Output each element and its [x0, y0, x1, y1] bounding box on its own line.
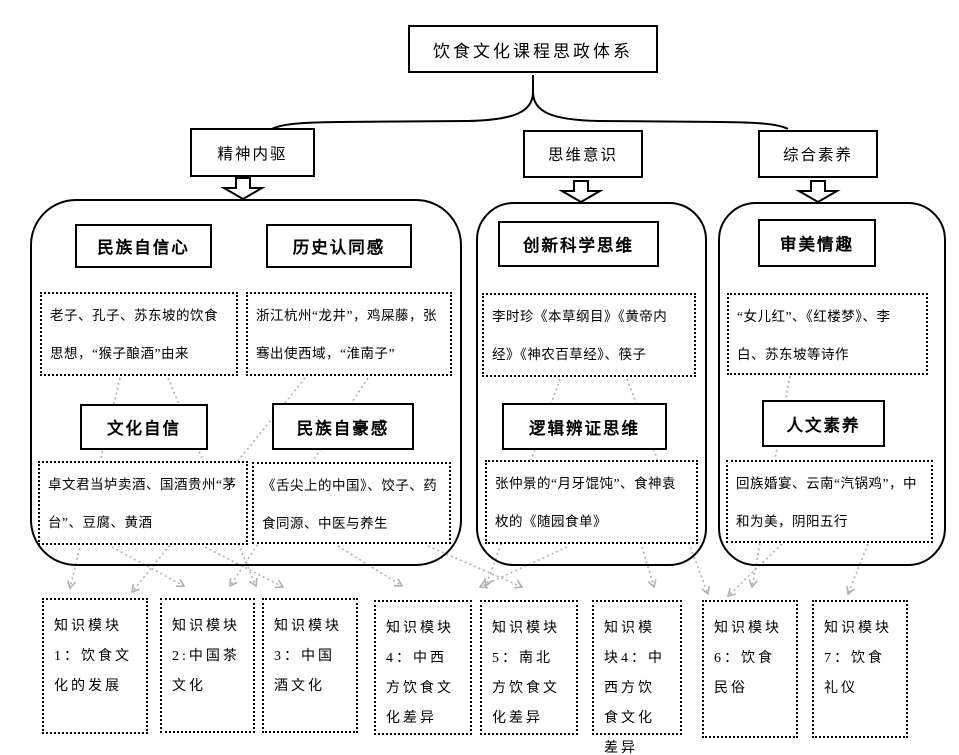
heading-cultural-confidence: 文化自信	[80, 404, 208, 450]
knowledge-module-4: 知识模块4：中西方饮食文化差异	[374, 600, 472, 735]
group-spirit	[30, 199, 462, 566]
dotted-arrow	[848, 543, 869, 594]
dotted-arrow	[111, 546, 184, 586]
heading-innovative-thinking: 创新科学思维	[498, 221, 659, 267]
block-arrow-down-icon	[558, 180, 604, 204]
heading-aesthetic-taste: 审美情趣	[758, 219, 876, 267]
heading-humanistic-quality: 人文素养	[762, 400, 885, 447]
content-innovative-thinking: 李时珍《本草纲目》《黄帝内经》《神农百草经》、筷子	[482, 293, 696, 377]
knowledge-module-2: 知识模块2:中国茶文化	[160, 598, 255, 733]
group-quality	[718, 202, 946, 566]
branch-label-thinking: 思维意识	[523, 130, 643, 178]
block-arrow-down-icon	[220, 177, 266, 201]
block-arrow-down-icon	[795, 180, 841, 204]
dotted-arrow	[626, 378, 708, 594]
branch-label-spirit: 精神内驱	[190, 128, 315, 177]
knowledge-module-1: 知识模块1：饮食文化的发展	[42, 598, 148, 734]
heading-logical-thinking: 逻辑辨证思维	[502, 403, 667, 450]
group-thinking	[476, 202, 707, 566]
branch-label-quality: 综合素养	[758, 130, 878, 178]
heading-national-confidence: 民族自信心	[75, 224, 212, 268]
content-humanistic-quality: 回族婚宴、云南“汽锅鸡”，中和为美，阴阳五行	[726, 460, 933, 543]
content-historical-identity: 浙江杭州“龙井”，鸡屎藤，张骞出使西域，“淮南子”	[246, 292, 452, 376]
knowledge-module-7: 知识模块6：饮食民俗	[702, 600, 798, 738]
content-national-confidence: 老子、孔子、苏东坡的饮食思想，“猴子酿酒”由来	[40, 292, 238, 376]
content-aesthetic-taste: “女儿红”、《红楼梦》、李白、苏东坡等诗作	[727, 293, 928, 375]
knowledge-module-5: 知识模块5：南北方饮食文化差异	[480, 600, 578, 735]
knowledge-module-3: 知识模块3：中国酒文化	[262, 598, 358, 733]
dotted-arrow	[480, 546, 568, 587]
dotted-arrow	[641, 546, 654, 587]
content-national-pride: 《舌尖上的中国》、饺子、药食同源、中医与养生	[252, 462, 451, 544]
knowledge-module-6: 知识模块4：中西方饮食文化差异	[592, 600, 682, 755]
brace-left	[271, 91, 534, 130]
content-logical-thinking: 张仲景的“月牙馄饨”、食神袁枚的《随园食单》	[485, 460, 698, 544]
heading-national-pride: 民族自豪感	[272, 403, 414, 450]
heading-historical-identity: 历史认同感	[266, 224, 412, 268]
dotted-arrow	[427, 545, 522, 587]
content-cultural-confidence: 卓文君当垆卖酒、国酒贵州“茅台”、豆腐、黄酒	[38, 461, 248, 545]
diagram-title: 饮食文化课程思政体系	[408, 25, 658, 73]
knowledge-module-8: 知识模块7：饮食礼仪	[812, 600, 908, 738]
brace-right	[532, 91, 789, 130]
